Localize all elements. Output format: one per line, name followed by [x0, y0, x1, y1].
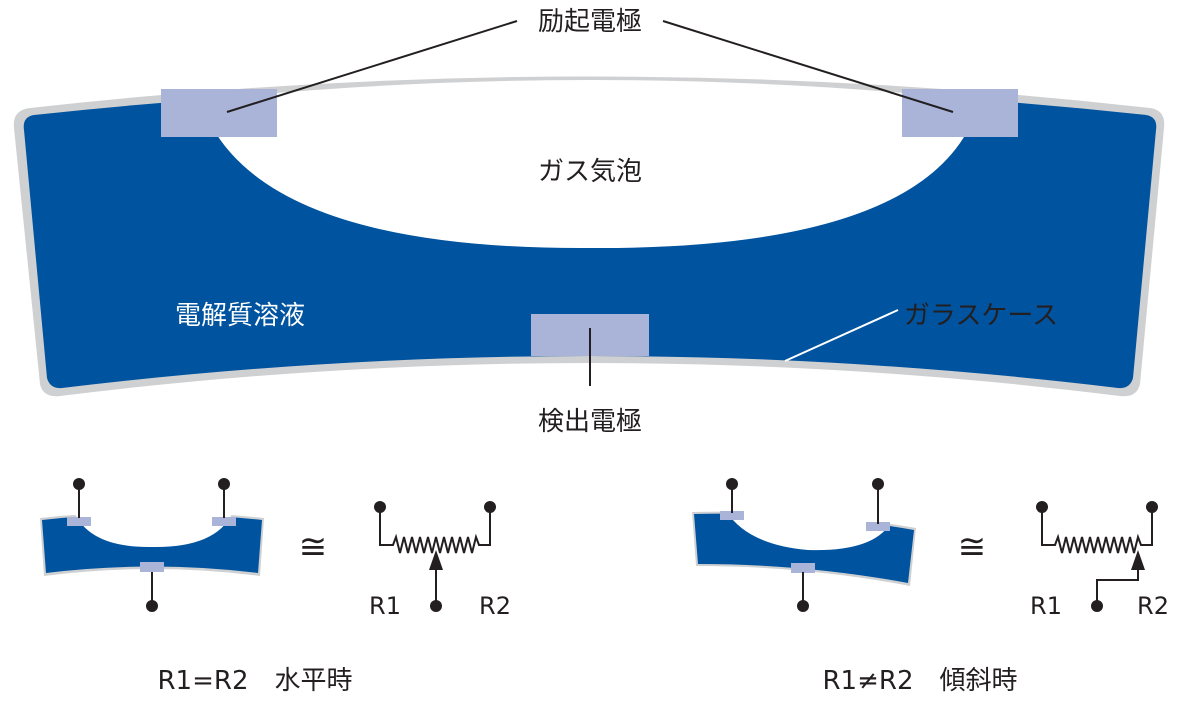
excitation-electrode-right	[902, 89, 1018, 137]
right-approx-symbol: ≅	[958, 527, 987, 567]
right-terminal-dot-3	[797, 600, 809, 612]
excitation-electrode-left	[161, 89, 277, 137]
left-example-sensor	[40, 478, 264, 612]
leader-line-excitation-left	[226, 20, 518, 113]
glass-case-label: ガラスケース	[904, 301, 1058, 331]
leader-line-glass-case	[784, 309, 899, 362]
left-mini-bubble	[75, 510, 232, 548]
left-approx-symbol: ≅	[299, 527, 328, 567]
electrolyte-label: 電解質溶液	[175, 301, 305, 331]
right-terminal-dot-2	[872, 478, 884, 490]
right-r2-label: R2	[1137, 592, 1169, 620]
left-r1-label: R1	[369, 592, 401, 620]
right-example-circuit	[1036, 501, 1158, 612]
main-sensor-diagram: 励起電極 ガス気泡 電解質溶液 ガラスケース 検出電極	[13, 7, 1165, 437]
left-circuit-dot-wiper	[430, 600, 442, 612]
right-wiper-arrow-head	[1131, 550, 1145, 570]
left-terminal-dot-3	[146, 600, 158, 612]
gas-bubble	[200, 80, 980, 249]
right-wiper-wire	[1096, 568, 1139, 606]
right-caption: R1≠R2 傾斜時	[822, 666, 1017, 696]
right-mini-bubble	[726, 510, 890, 551]
right-resistor-wire	[1041, 507, 1153, 554]
left-terminal-dot-2	[218, 478, 230, 490]
left-mini-electrode-bottom	[140, 562, 164, 572]
right-mini-electrode-right	[866, 522, 890, 531]
right-example-sensor	[692, 478, 916, 612]
left-mini-electrode-left	[67, 517, 91, 526]
left-r2-label: R2	[479, 592, 511, 620]
right-mini-electrode-left	[720, 511, 744, 520]
left-resistor-wire	[379, 507, 491, 554]
gas-bubble-label: ガス気泡	[538, 157, 642, 187]
right-mini-electrode-bottom	[791, 563, 815, 573]
leader-line-excitation-right	[662, 20, 954, 113]
detection-electrode-label: 検出電極	[538, 407, 642, 437]
right-terminal-dot-1	[726, 478, 738, 490]
excitation-electrode-label: 励起電極	[538, 7, 642, 37]
left-example-circuit	[374, 501, 496, 612]
left-caption: R1=R2 水平時	[157, 666, 352, 696]
right-r1-label: R1	[1030, 592, 1062, 620]
left-terminal-dot-1	[73, 478, 85, 490]
left-wiper-arrow-head	[429, 550, 443, 570]
right-circuit-dot-wiper	[1091, 600, 1103, 612]
left-mini-electrode-right	[212, 517, 236, 526]
